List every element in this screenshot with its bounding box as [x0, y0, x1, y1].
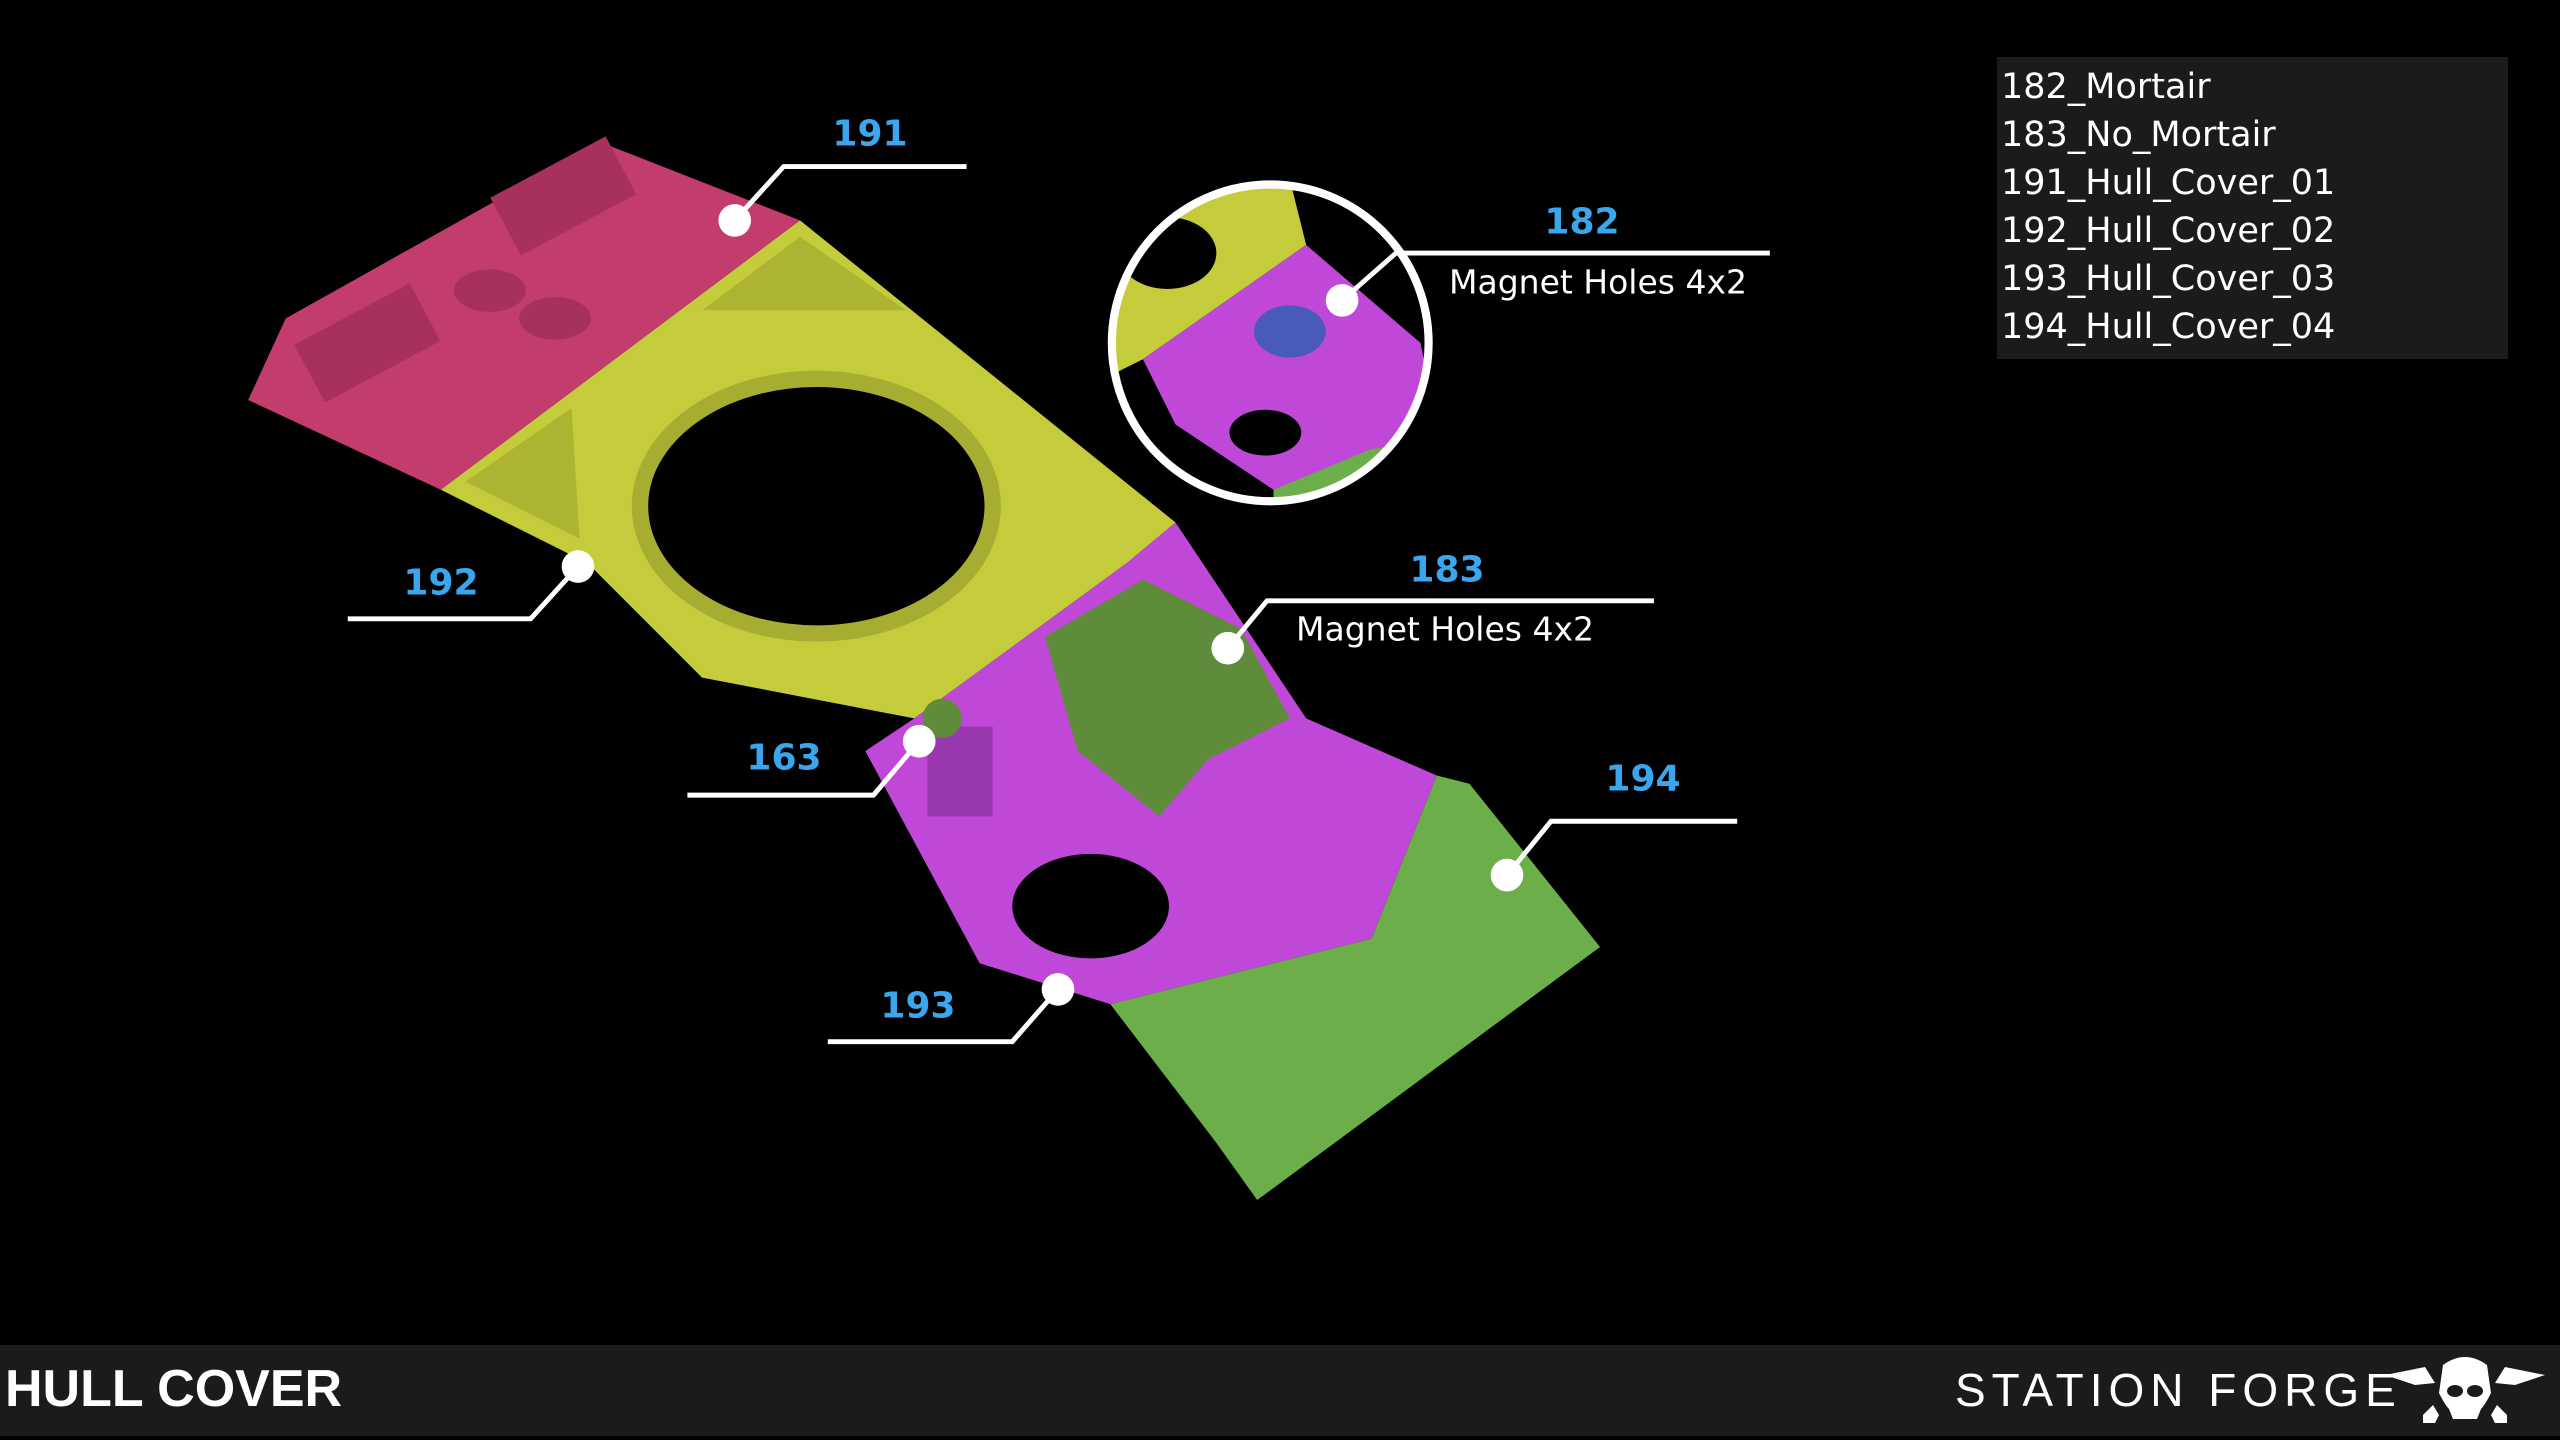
legend-item: 193_Hull_Cover_03: [2001, 259, 2336, 299]
brand-name: STATION FORGE: [1955, 1364, 2402, 1416]
callout-194: 194: [1605, 758, 1681, 800]
vent-grille: [294, 283, 441, 403]
vent-panel: [465, 408, 580, 539]
callout-183: 183: [1409, 549, 1485, 591]
skull-logo-icon: [2385, 1357, 2545, 1423]
parts-legend: 182_Mortair 183_No_Mortair 191_Hull_Cove…: [1997, 57, 2508, 359]
inset-ring: [1107, 180, 1433, 506]
page-title: HULL COVER: [5, 1360, 343, 1418]
legend-item: 191_Hull_Cover_01: [2001, 163, 2336, 203]
hatch: [519, 297, 592, 340]
turret-ring-hole: [631, 370, 1001, 642]
part-194-hull-cover-04: [1110, 775, 1601, 1201]
hull-hole: [1012, 853, 1170, 959]
callout-182: 182: [1544, 201, 1620, 243]
leader-lines: [347, 164, 1770, 1045]
legend-item: 194_Hull_Cover_04: [2001, 307, 2336, 347]
callout-193: 193: [880, 985, 956, 1027]
callout-163: 163: [746, 737, 822, 779]
hatch: [453, 269, 526, 312]
mortair-inset: [1111, 184, 1429, 502]
legend-item: 183_No_Mortair: [2001, 115, 2276, 155]
vent-panel: [702, 236, 907, 311]
callout-191: 191: [832, 113, 908, 155]
part-163-detail: [922, 698, 962, 738]
vent-grille: [490, 136, 637, 256]
legend-item: 182_Mortair: [2001, 67, 2211, 107]
footer-bar: HULL COVER STATION FORGE: [0, 1345, 2560, 1436]
callout-182-note: Magnet Holes 4x2: [1449, 262, 1747, 302]
part-163-detail: [927, 726, 993, 817]
callout-192: 192: [403, 562, 479, 604]
part-182-mortair: [1253, 305, 1326, 358]
legend-item: 192_Hull_Cover_02: [2001, 211, 2336, 251]
callout-dots: [561, 204, 1524, 1006]
callout-183-note: Magnet Holes 4x2: [1296, 609, 1594, 649]
